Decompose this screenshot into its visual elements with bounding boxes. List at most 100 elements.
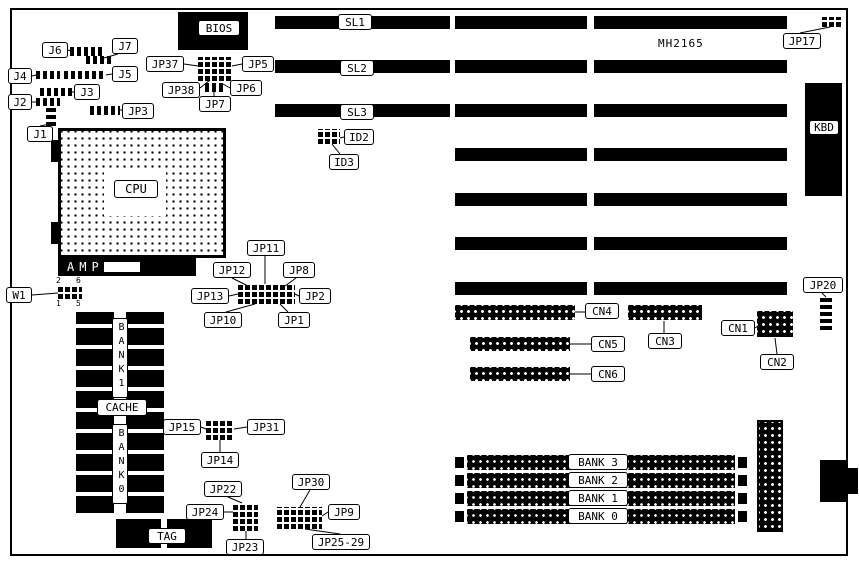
bank0-column-label: BANK0 [112, 424, 128, 504]
jp31-label: JP31 [247, 419, 285, 435]
cn3-connector [628, 305, 702, 320]
j5-label: J5 [112, 66, 138, 82]
cn4-connector [455, 305, 575, 320]
isa-slot-bar [455, 16, 587, 29]
jp7-label: JP7 [199, 96, 231, 112]
edge-connector-tab [846, 468, 858, 494]
w1-pin-number: 1 [56, 299, 61, 308]
j1-label: J1 [27, 126, 53, 142]
id2-label: ID2 [344, 129, 374, 145]
w1-label: W1 [6, 287, 32, 303]
j6-header [70, 47, 104, 56]
id-header [318, 129, 340, 144]
jp3-header [90, 106, 120, 115]
jp7-header [205, 83, 223, 92]
isa-slot-bar [594, 60, 787, 73]
simm-bank-label: BANK 3 [568, 454, 628, 470]
j6-label: J6 [42, 42, 68, 58]
jp24-label: JP24 [186, 504, 224, 520]
isa-slot-bar [455, 60, 587, 73]
j2-header [36, 98, 60, 106]
jp15-header [206, 420, 234, 440]
jp17-label: JP17 [783, 33, 821, 49]
cn1-cn2-connector [757, 311, 793, 337]
j4-header [36, 71, 60, 79]
sl1-label: SL1 [338, 14, 372, 30]
w1-pin-number: 2 [56, 276, 61, 285]
cn3-label: CN3 [648, 333, 682, 349]
cn1-label: CN1 [721, 320, 755, 336]
isa-slot-bar [455, 237, 587, 250]
isa-slot-bar [455, 104, 587, 117]
jp9-label: JP9 [328, 504, 360, 520]
isa-slot-bar [594, 282, 787, 295]
j2-label: J2 [8, 94, 32, 110]
isa-slot-bar [594, 16, 787, 29]
model-number: MH2165 [658, 37, 704, 50]
cn6-connector [470, 367, 570, 381]
isa-slot-bar [594, 148, 787, 161]
sl2-label: SL2 [340, 60, 374, 76]
tag-label: TAG [148, 528, 186, 544]
cn6-label: CN6 [591, 366, 625, 382]
jp37-header-block [198, 57, 232, 81]
jp8-label: JP8 [283, 262, 315, 278]
jp3-label: JP3 [122, 103, 154, 119]
power-connector [757, 420, 783, 532]
w1-pin-number: 6 [76, 276, 81, 285]
jp1-label: JP1 [278, 312, 310, 328]
bank1-column-label: BANK1 [112, 318, 128, 398]
isa-slot-bar [594, 237, 787, 250]
edge-connector [820, 460, 848, 502]
jp20-header [820, 297, 832, 330]
bios-label: BIOS [198, 20, 240, 36]
amp-inset [104, 262, 140, 272]
amp-label: AMP [67, 260, 104, 274]
id3-label: ID3 [329, 154, 359, 170]
jp11-label: JP11 [247, 240, 285, 256]
jp37-label: JP37 [146, 56, 184, 72]
jp30-label: JP30 [292, 474, 330, 490]
isa-slot-bar [594, 104, 787, 117]
jp22-header [233, 503, 258, 531]
jumper-block-jp1-jp13 [238, 284, 295, 304]
jp25-29-header [277, 507, 322, 529]
isa-slot-bar [455, 148, 587, 161]
j3-label: J3 [74, 84, 100, 100]
jp6-label: JP6 [230, 80, 262, 96]
cpu-label: CPU [114, 180, 158, 198]
jp12-label: JP12 [213, 262, 251, 278]
keyboard-connector [805, 83, 842, 196]
jp5-label: JP5 [242, 56, 274, 72]
cpu-socket-tab [51, 140, 59, 162]
j4-label: J4 [8, 68, 32, 84]
cache-label: CACHE [97, 399, 147, 416]
jp23-label: JP23 [226, 539, 264, 555]
jp22-label: JP22 [204, 481, 242, 497]
jp10-label: JP10 [204, 312, 242, 328]
cn4-label: CN4 [585, 303, 619, 319]
jp2-label: JP2 [299, 288, 331, 304]
w1-pin-number: 5 [76, 299, 81, 308]
j7-label: J7 [112, 38, 138, 54]
isa-slot-bar [455, 282, 587, 295]
jp15-label: JP15 [163, 419, 201, 435]
kbd-label: KBD [809, 120, 839, 135]
j1-header [46, 107, 56, 126]
simm-bank-label: BANK 0 [568, 508, 628, 524]
cn2-label: CN2 [760, 354, 794, 370]
j3-header [40, 88, 72, 96]
j7-header [86, 56, 111, 64]
jp14-label: JP14 [201, 452, 239, 468]
j5-header [64, 71, 106, 79]
jp20-label: JP20 [803, 277, 843, 293]
isa-slot-bar [594, 193, 787, 206]
cpu-socket-tab [51, 222, 59, 244]
jp13-label: JP13 [191, 288, 229, 304]
jp25-29-label: JP25-29 [312, 534, 370, 550]
jp17-header [822, 17, 843, 27]
jp38-label: JP38 [162, 82, 200, 98]
isa-slot-bar [455, 193, 587, 206]
w1-header [58, 286, 82, 299]
